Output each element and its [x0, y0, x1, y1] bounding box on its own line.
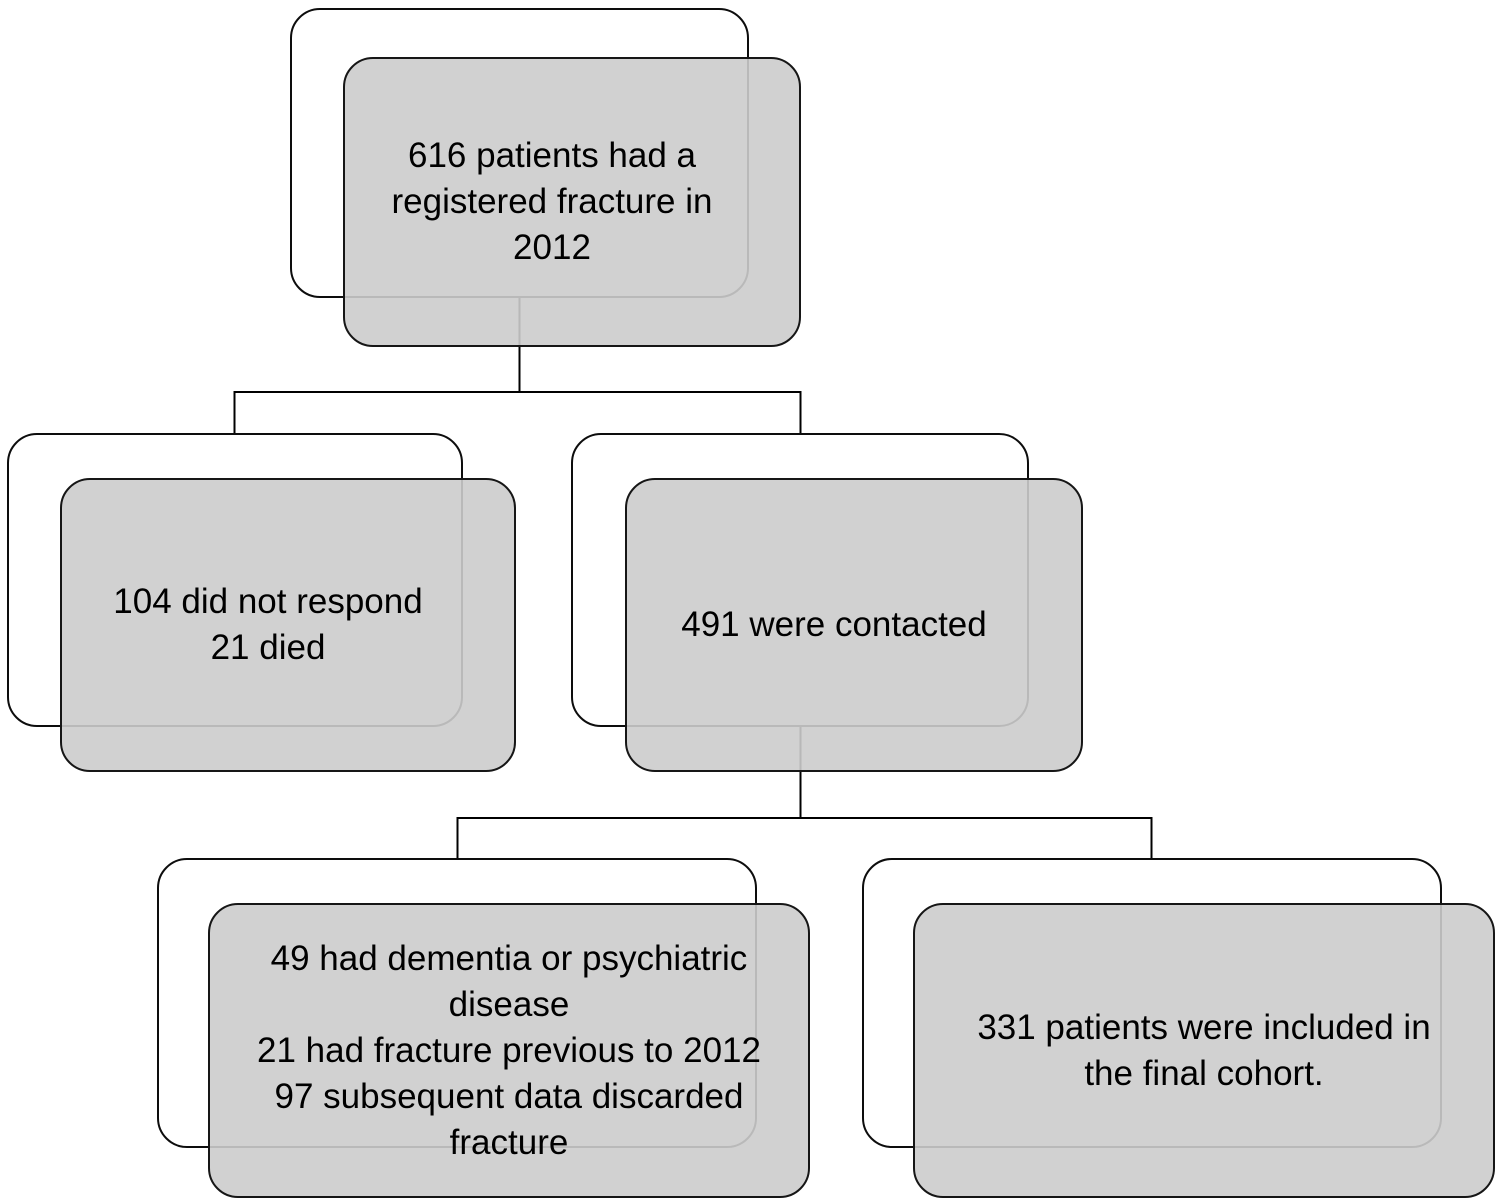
node-no-response-or-died-text: 104 did not respond 21 died [113, 582, 423, 667]
node-excluded-card: 49 had dementia or psychiatric disease 2… [208, 903, 810, 1198]
node-registered-fracture-card: 616 patients had a registered fracture i… [343, 57, 801, 347]
node-final-cohort-card: 331 patients were included in the final … [913, 903, 1495, 1198]
node-excluded-text: 49 had dementia or psychiatric disease 2… [257, 938, 761, 1162]
node-no-response-or-died-card: 104 did not respond 21 died [60, 478, 516, 772]
node-contacted-card: 491 were contacted [625, 478, 1083, 772]
node-registered-fracture-text: 616 patients had a registered fracture i… [391, 136, 713, 267]
node-contacted-text: 491 were contacted [681, 605, 987, 644]
node-final-cohort-text: 331 patients were included in the final … [977, 1007, 1431, 1093]
